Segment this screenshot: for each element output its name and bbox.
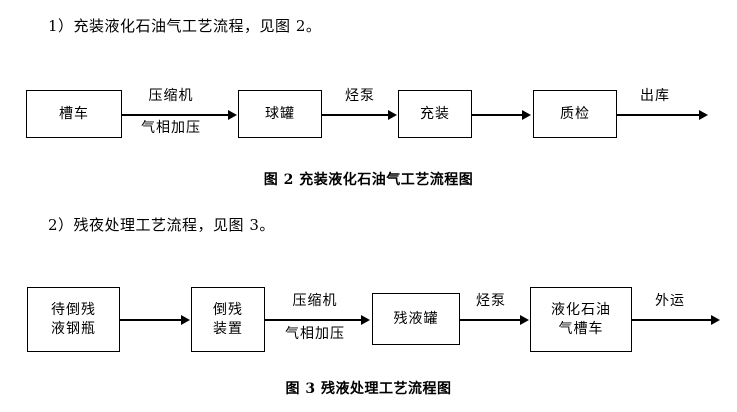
flow-node-residue-transfer-unit-line1: 倒残 <box>213 301 243 318</box>
edge-label-compressor-below-2: 气相加压 <box>285 326 345 342</box>
edge-label-compressor-above: 压缩机 <box>148 88 194 104</box>
flow-connector-lpg-truck-to-outbound-transport <box>632 319 712 321</box>
edge-label-compressor-below: 气相加压 <box>141 120 201 136</box>
flow-node-residue-tank: 残液罐 <box>372 293 460 345</box>
figure-2-caption: 图 2 充装液化石油气工艺流程图 <box>263 172 474 188</box>
flow-node-residue-transfer-unit-line2: 装置 <box>213 320 243 337</box>
edge-label-compressor-above-2: 压缩机 <box>292 293 338 309</box>
flow-node-quality-inspection-line1: 质检 <box>560 105 590 122</box>
flow-node-filling: 充装 <box>398 90 472 138</box>
paragraph-item-1: 1）充装液化石油气工艺流程，见图 2。 <box>48 17 322 35</box>
flow-connector-filling-to-quality-inspection <box>472 114 523 116</box>
flow-node-cylinders-to-drain-line2: 液钢瓶 <box>51 320 96 337</box>
edge-label-hydrocarbon-pump-2: 烃泵 <box>476 293 506 309</box>
flow-node-quality-inspection: 质检 <box>533 90 617 138</box>
flow-arrowhead-to-transfer-unit <box>181 315 190 325</box>
flow-node-lpg-tank-truck-line2: 气槽车 <box>558 320 604 337</box>
flow-node-spherical-tank: 球罐 <box>238 90 322 138</box>
flow-arrowhead-outbound <box>699 110 708 120</box>
flow-connector-cylinders-to-transfer-unit <box>120 319 182 321</box>
flow-arrowhead-to-spherical-tank <box>228 110 237 120</box>
flow-node-cylinders-to-drain-line1: 待倒残 <box>51 301 96 318</box>
flow-node-residue-tank-line1: 残液罐 <box>393 310 439 327</box>
flow-arrowhead-to-residue-tank <box>361 315 370 325</box>
edge-label-hydrocarbon-pump-1: 烃泵 <box>345 88 375 104</box>
flow-node-cylinders-to-drain: 待倒残 液钢瓶 <box>27 287 120 352</box>
flow-node-tank-truck-line1: 槽车 <box>59 105 89 122</box>
flow-node-lpg-tank-truck: 液化石油 气槽车 <box>530 287 632 352</box>
flow-arrowhead-to-filling <box>388 110 397 120</box>
flow-node-tank-truck: 槽车 <box>26 90 122 138</box>
flow-node-residue-transfer-unit: 倒残 装置 <box>191 287 265 352</box>
flow-arrowhead-outbound-transport <box>711 315 720 325</box>
paragraph-item-2: 2）残夜处理工艺流程，见图 3。 <box>48 216 275 234</box>
flow-connector-spherical-tank-to-filling <box>322 114 389 116</box>
edge-label-outbound: 出库 <box>640 88 670 104</box>
figure-2-flowchart: 槽车 压缩机 气相加压 球罐 烃泵 充装 质检 出库 <box>0 76 737 156</box>
flow-connector-quality-inspection-to-outbound <box>617 114 700 116</box>
flow-connector-residue-tank-to-lpg-truck <box>460 319 521 321</box>
flow-node-filling-line1: 充装 <box>420 105 450 122</box>
flow-node-lpg-tank-truck-line1: 液化石油 <box>551 301 611 318</box>
edge-label-outbound-transport: 外运 <box>655 293 685 309</box>
flow-node-spherical-tank-line1: 球罐 <box>265 105 295 122</box>
flow-connector-tank-truck-to-spherical-tank <box>122 114 229 116</box>
figure-3-flowchart: 待倒残 液钢瓶 倒残 装置 压缩机 气相加压 残液罐 烃泵 液化石油 气槽车 外… <box>0 272 737 367</box>
flow-arrowhead-to-lpg-truck <box>520 315 529 325</box>
flow-connector-transfer-unit-to-residue-tank <box>265 319 362 321</box>
flow-arrowhead-to-quality-inspection <box>522 110 531 120</box>
figure-3-caption: 图 3 残液处理工艺流程图 <box>285 381 452 397</box>
